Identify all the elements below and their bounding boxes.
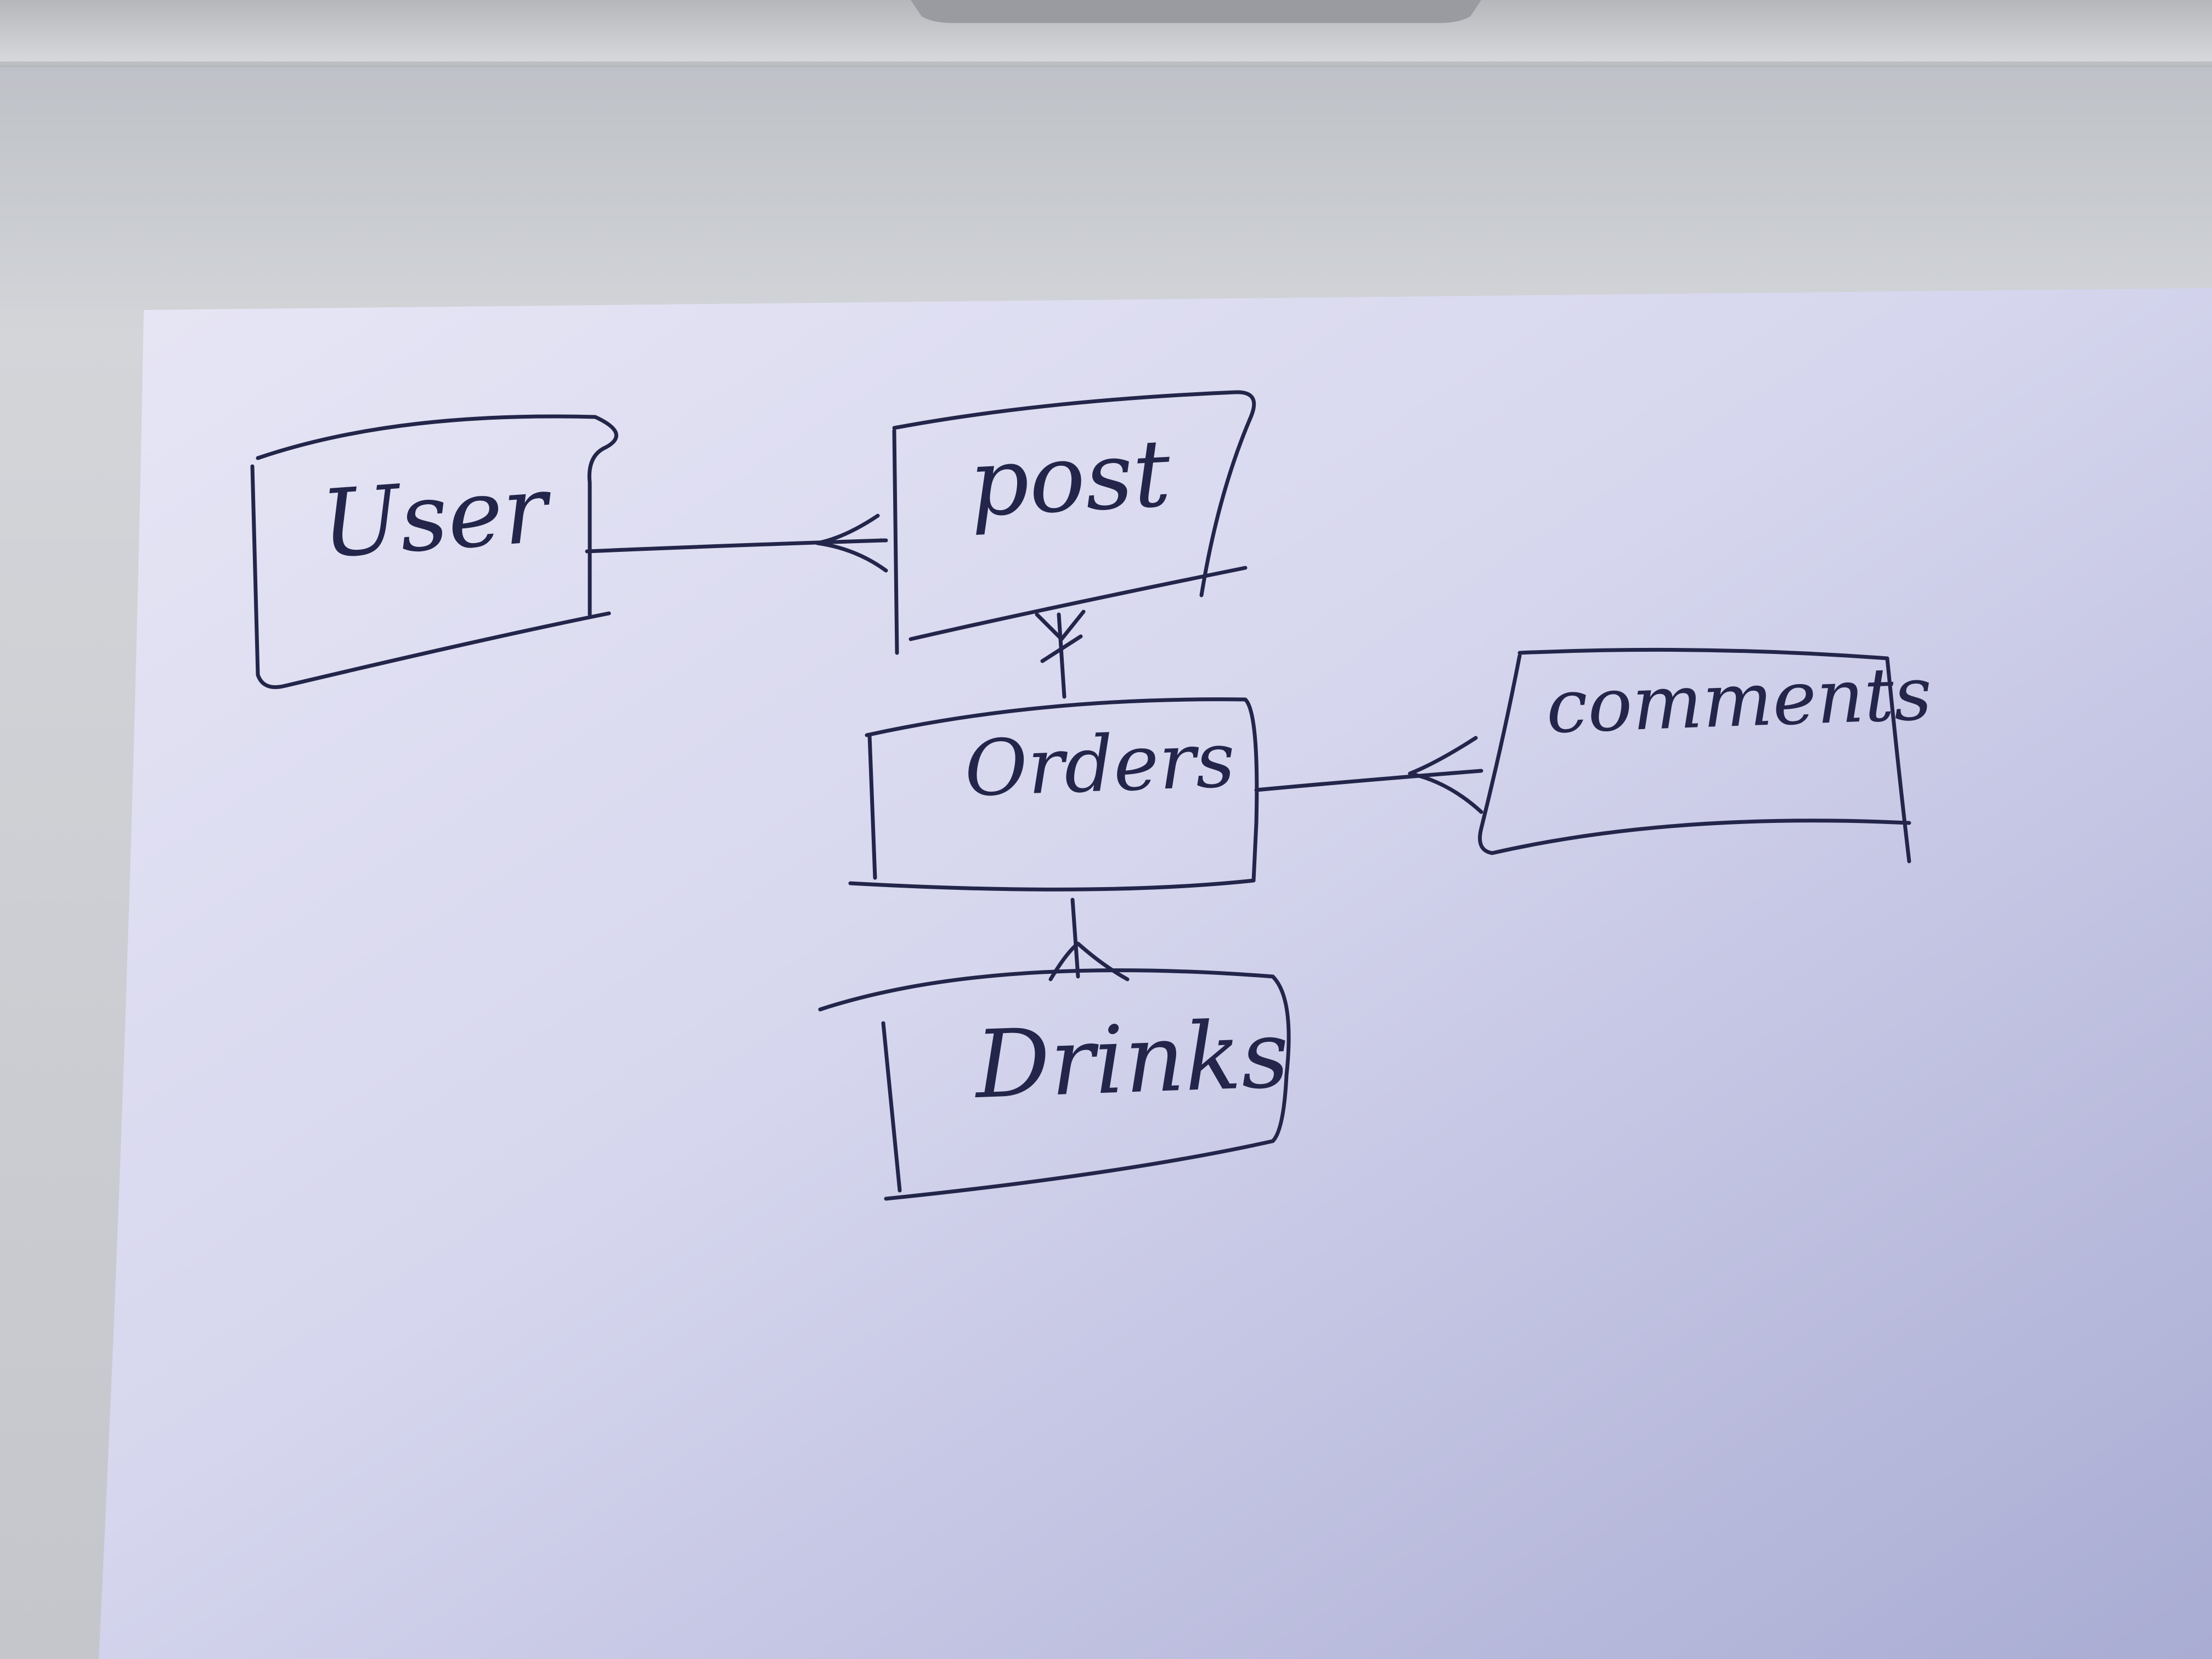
laptop-notch <box>911 0 1481 23</box>
entity-box-orders <box>848 697 1259 891</box>
entity-label-user: User <box>318 455 556 579</box>
rel-orders-comments-line <box>1254 769 1483 792</box>
entity-label-comments: comments <box>1545 651 1933 750</box>
paper-sheet <box>99 288 2212 1659</box>
rel-user-post-crowfoot <box>815 514 888 573</box>
rel-orders-drinks-crowfoot <box>1048 941 1130 981</box>
rel-post-orders-crowfoot <box>1035 610 1086 663</box>
laptop-shadow <box>0 61 2212 67</box>
rel-orders-drinks-line <box>1070 898 1080 979</box>
entity-box-user <box>250 414 618 689</box>
entity-box-post <box>892 390 1256 655</box>
entity-label-drinks: Drinks <box>972 1000 1291 1120</box>
entity-box-drinks <box>818 968 1291 1201</box>
entity-label-post: post <box>967 419 1173 538</box>
rel-post-orders-line <box>1057 612 1066 699</box>
entity-label-orders: Orders <box>963 715 1236 814</box>
rel-orders-comments-crowfoot <box>1408 736 1483 814</box>
rel-user-post-line <box>585 538 885 554</box>
entity-box-comments <box>1478 647 1911 864</box>
